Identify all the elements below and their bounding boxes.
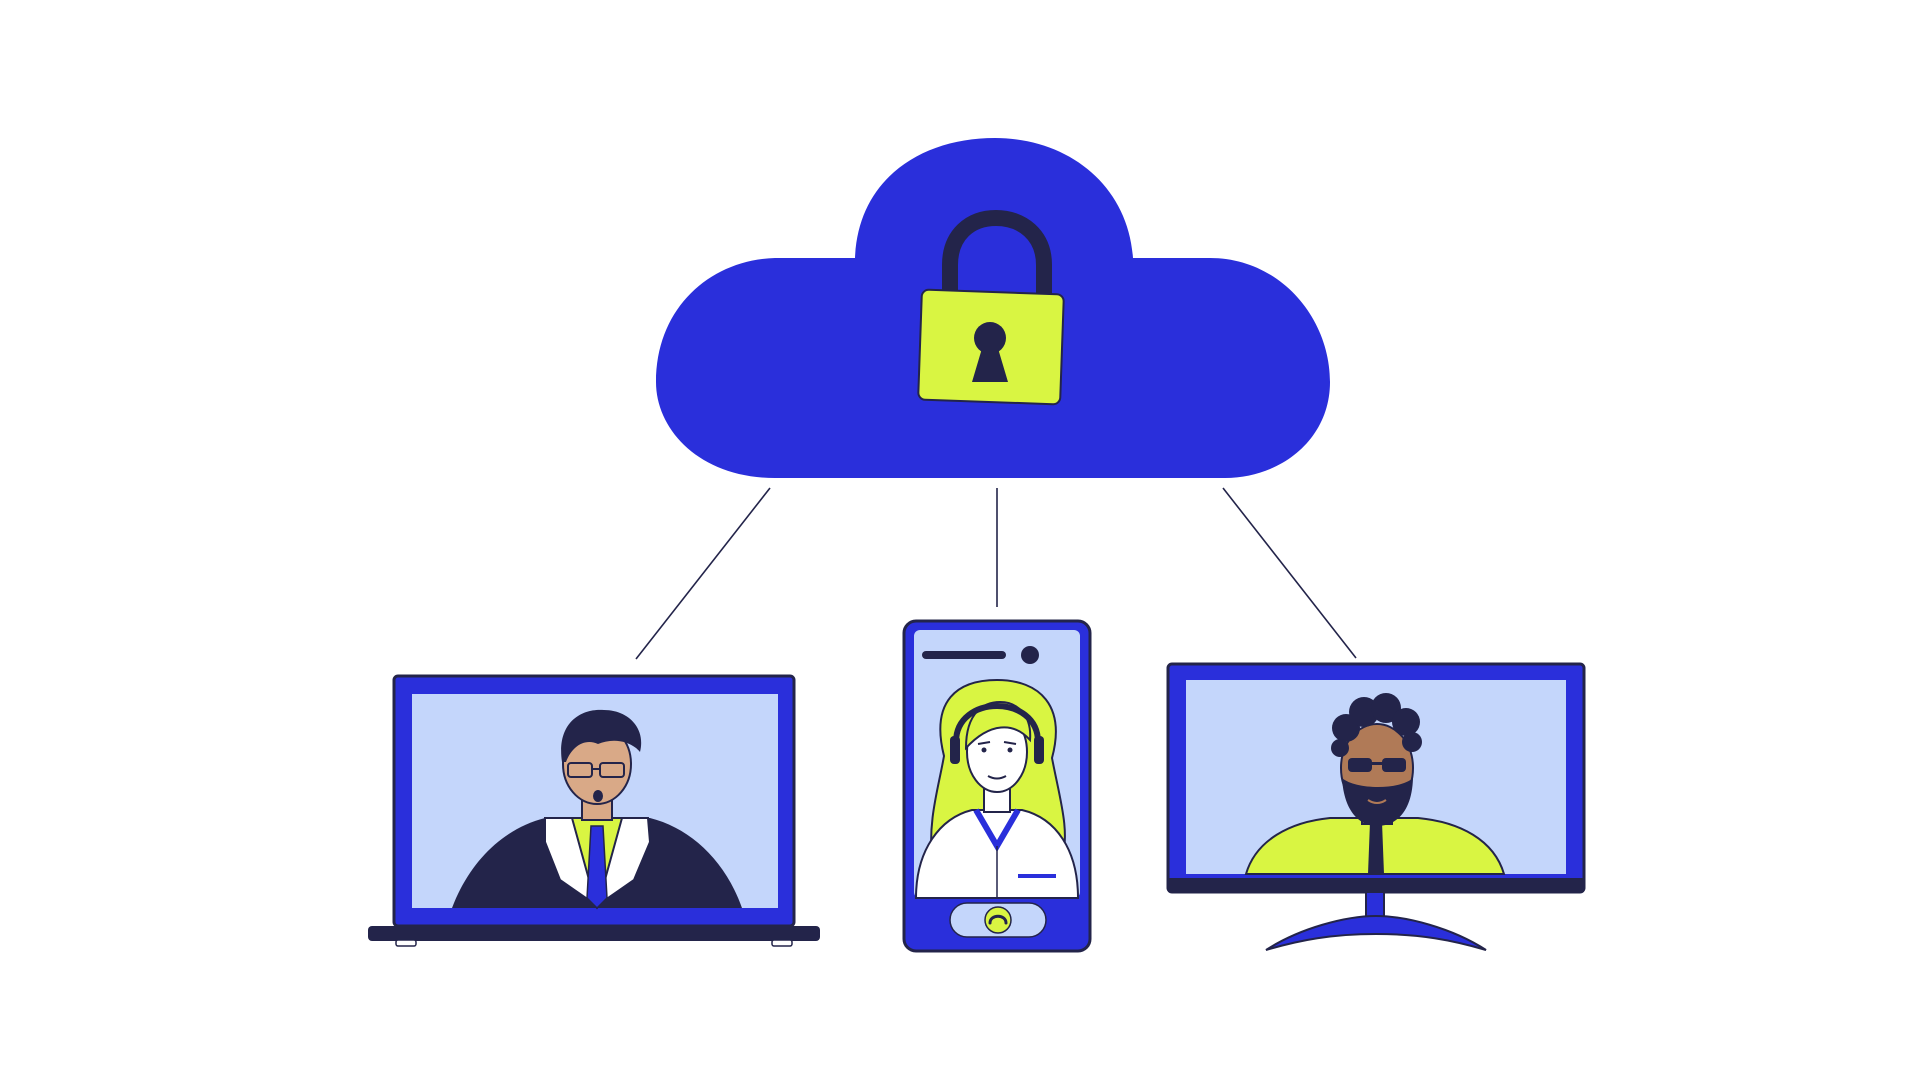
- padlock-shackle: [942, 209, 1052, 308]
- connection-line-monitor: [1222, 487, 1357, 659]
- bearded-man-with-sunglasses: [1244, 693, 1506, 875]
- phone-camera: [1021, 646, 1039, 664]
- man-with-glasses-in-graduation-gown: [452, 709, 742, 910]
- laptop-base: [368, 926, 820, 941]
- padlock-icon: [917, 209, 1065, 406]
- hang-up-phone-icon[interactable]: [984, 906, 1012, 934]
- monitor-icon: [1166, 662, 1586, 951]
- laptop-foot-right: [771, 939, 793, 947]
- smartphone-icon: [902, 619, 1092, 953]
- connection-lines: [635, 487, 1357, 660]
- laptop-foot-left: [395, 939, 417, 947]
- woman-with-headset: [914, 678, 1080, 899]
- connection-line-laptop: [635, 487, 771, 660]
- phone-notch-bar: [922, 651, 1006, 659]
- monitor-stand-base: [1265, 914, 1487, 951]
- monitor-bottom-bezel: [1168, 878, 1584, 892]
- cloud-icon: [656, 138, 1330, 478]
- laptop-icon: [368, 674, 820, 947]
- keyhole-icon: [972, 322, 1008, 382]
